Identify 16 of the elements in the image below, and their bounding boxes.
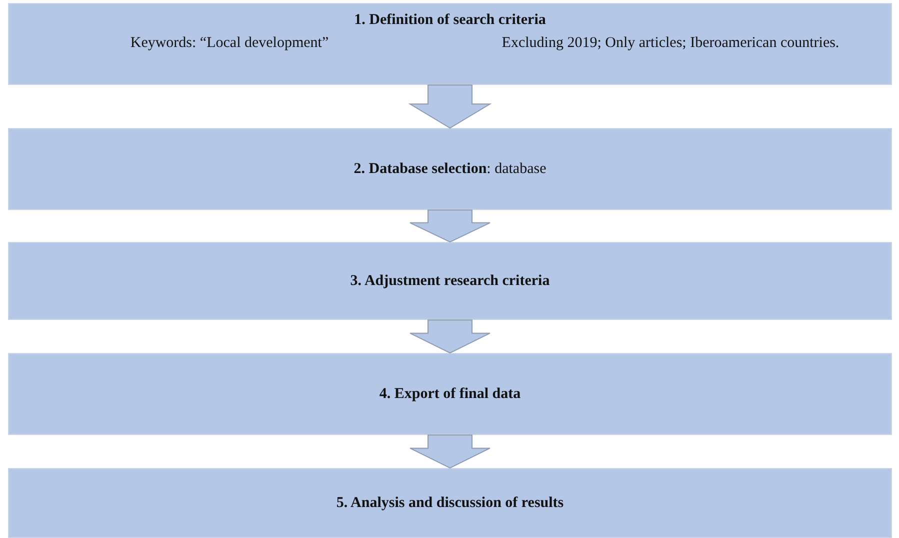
step-heading: 2. Database selection: database bbox=[354, 160, 546, 178]
block-arrow bbox=[410, 434, 490, 469]
block-arrow bbox=[410, 210, 490, 243]
block-arrow bbox=[408, 84, 492, 129]
step-heading: 3. Adjustment research criteria bbox=[350, 272, 550, 290]
process-box bbox=[8, 3, 892, 85]
criteria-text: Excluding 2019; Only articles; Iberoamerican countries. bbox=[500, 35, 840, 52]
step-heading: 5. Analysis and discussion of results bbox=[336, 494, 564, 512]
process-box bbox=[8, 242, 892, 320]
process-box bbox=[8, 128, 892, 210]
step-heading: 4. Export of final data bbox=[379, 386, 521, 402]
criteria-text: Keywords: “Local development” bbox=[129, 35, 330, 52]
step-heading: 1. Definition of search criteria bbox=[354, 12, 546, 29]
process-box bbox=[8, 353, 892, 435]
process-box bbox=[8, 468, 892, 538]
block-arrow bbox=[410, 320, 490, 354]
